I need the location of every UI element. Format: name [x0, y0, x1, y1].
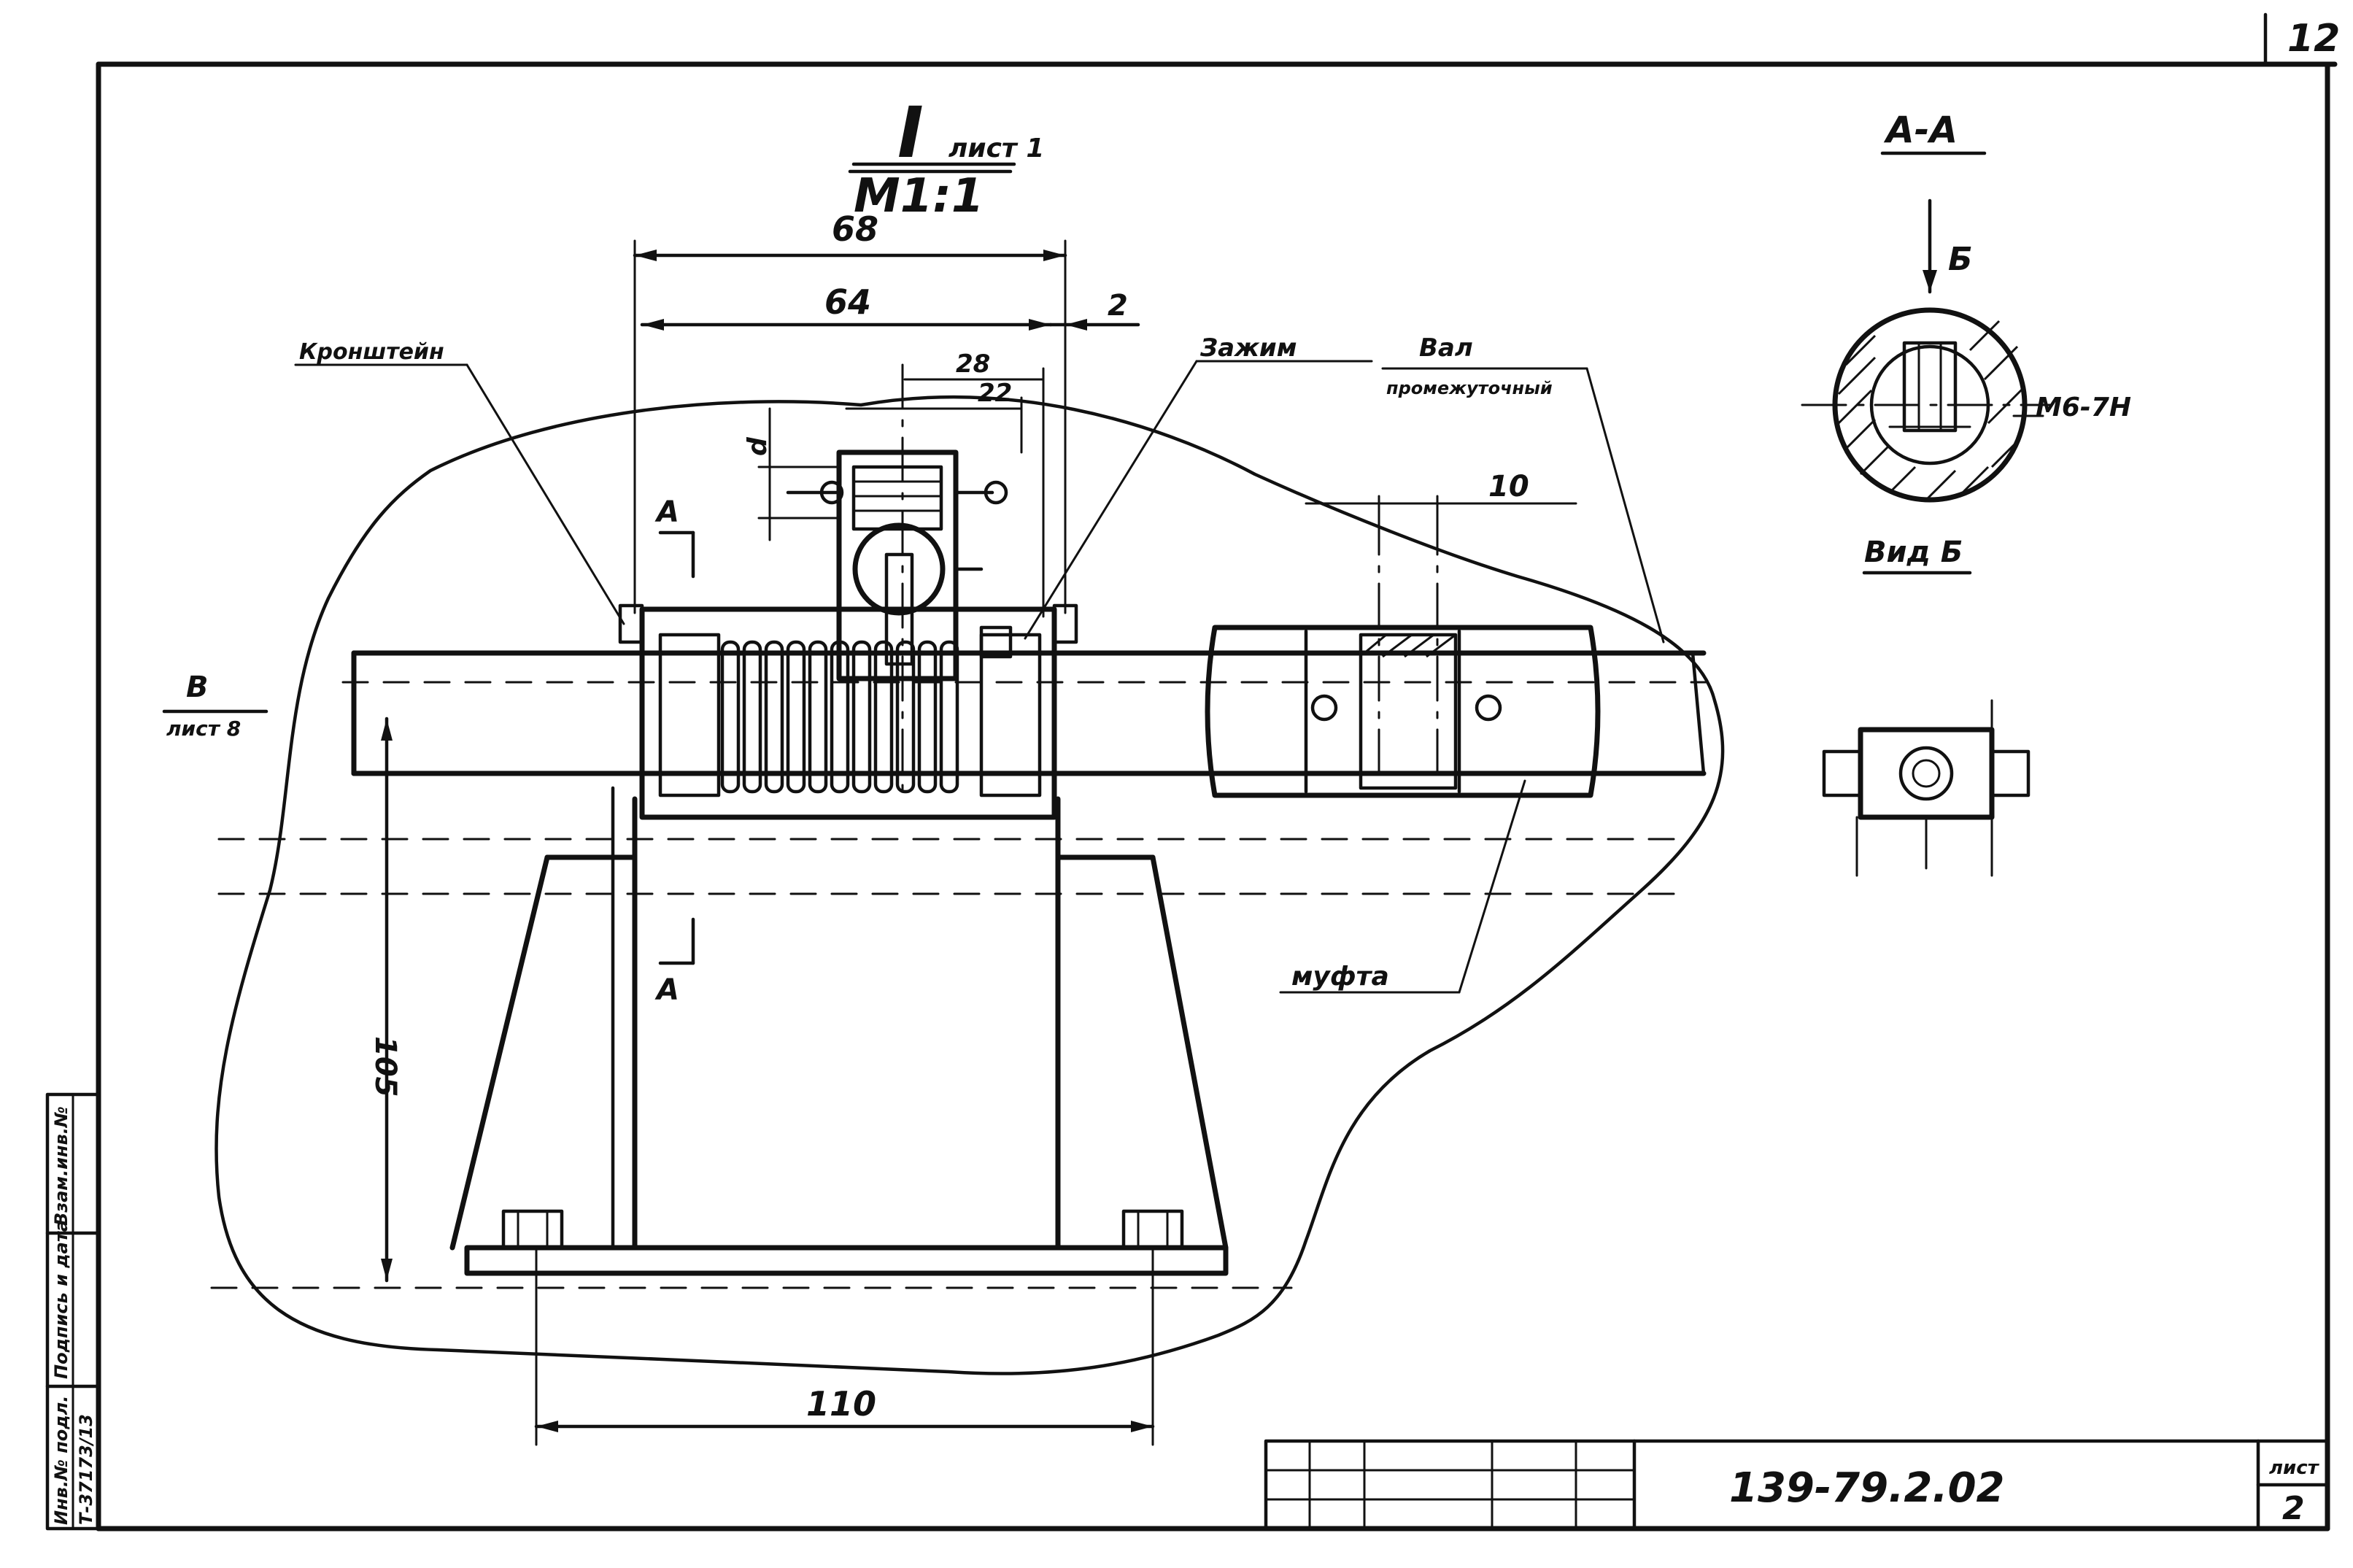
leader-bracket	[465, 363, 625, 625]
section-a-marker-top	[658, 530, 695, 579]
dim-d	[757, 407, 841, 541]
label-clamp: Зажим	[1199, 333, 1297, 363]
dim-d-text: d	[743, 436, 773, 456]
leader-coupling	[1458, 779, 1526, 994]
sheet-number: 2	[2282, 1490, 2305, 1527]
document-code: 139-79.2.02	[1729, 1464, 2005, 1512]
base-bolt-left	[501, 1209, 564, 1250]
dim-68	[633, 239, 1067, 614]
section-aa-view	[1801, 198, 2052, 503]
bracket-support	[210, 786, 1680, 1289]
view-scale: М1:1	[854, 169, 984, 223]
thread-spec: М6-7Н	[2036, 393, 2131, 422]
label-shaft-line1: Вал	[1419, 333, 1473, 363]
view-title: I	[897, 92, 924, 174]
dim-110	[534, 1246, 1155, 1446]
coupling	[1205, 509, 1601, 798]
section-arrow-b-label: Б	[1948, 241, 1973, 278]
view-b-sketch	[1822, 699, 2031, 877]
dim-28-22	[845, 367, 1045, 618]
dim-105-text: 105	[368, 1036, 402, 1097]
stamp-replacement-inv: Взам.инв.№	[51, 1106, 72, 1226]
view-b-label: Вид Б	[1864, 536, 1963, 569]
clamp-assembly	[786, 449, 1013, 681]
view-b-ref: лист 8	[166, 717, 241, 741]
section-a-top-label: А	[654, 495, 679, 529]
title-block	[1264, 1439, 2330, 1531]
section-a-marker-bottom	[658, 917, 695, 965]
page-number: 12	[2287, 17, 2340, 61]
dim-22-text: 22	[978, 379, 1012, 408]
side-stamp	[45, 1092, 101, 1531]
dim-10	[1305, 495, 1577, 512]
section-a-bottom-label: А	[654, 973, 679, 1007]
dim-10-text: 10	[1488, 470, 1529, 503]
stamp-signature-date: Подпись и дата	[51, 1220, 72, 1379]
dim-105	[381, 717, 393, 1283]
dim-110-text: 110	[806, 1384, 876, 1424]
dim-64	[640, 319, 1140, 331]
breakout-outline	[215, 395, 1725, 1375]
label-shaft-line2: промежуточный	[1386, 378, 1553, 398]
spring-coils	[720, 640, 959, 794]
label-coupling: муфта	[1291, 962, 1389, 992]
stamp-inventory-value: Т-37173/13	[76, 1414, 96, 1525]
view-title-block	[848, 162, 1016, 174]
leader-shaft	[1585, 367, 1665, 644]
view-b-marker: В	[186, 671, 209, 704]
base-bolt-right	[1121, 1209, 1184, 1250]
section-aa-title: А-А	[1883, 109, 1958, 151]
dim-28-text: 28	[956, 349, 990, 379]
leader-clamp	[1024, 360, 1198, 640]
label-bracket: Кронштейн	[299, 339, 444, 365]
dim-64-text: 64	[824, 282, 871, 322]
dim-2-text: 2	[1108, 289, 1128, 323]
shaft	[341, 650, 1709, 776]
sheet-label: лист	[2269, 1457, 2320, 1479]
stamp-inventory-label: Инв.№ подл.	[51, 1396, 72, 1525]
view-title-ref: лист 1	[948, 134, 1044, 163]
dim-68-text: 68	[832, 209, 878, 249]
